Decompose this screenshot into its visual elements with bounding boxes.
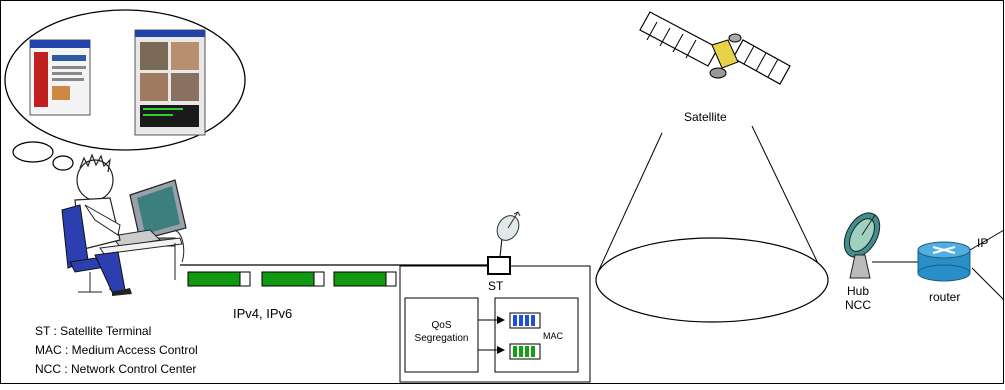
packet [262,272,324,286]
hub-label: Hub [840,284,876,298]
satellite-label: Satellite [684,110,727,124]
terminal-dish-icon [493,212,523,257]
hub-dish-icon [837,207,887,278]
ip-link-lower [972,268,1004,300]
ip-label: IP [977,236,988,250]
st-label: ST [488,279,503,293]
satellite-icon [640,12,790,84]
ncc-label: NCC [838,298,878,312]
web-page-screenshot-icon [30,40,90,115]
thought-bubble [5,10,245,170]
qos-label: QoS [405,320,478,331]
mac-label: MAC [543,331,563,341]
user-at-computer-icon [62,155,186,296]
mac-box [495,298,578,372]
packet-stream [188,272,396,286]
coverage-ellipse [596,238,828,322]
legend-mac: MAC : Medium Access Control [35,343,198,357]
packet [188,272,250,286]
green-queue-icon [510,344,540,359]
router-icon [918,242,970,281]
video-conference-screenshot-icon [135,30,205,135]
legend-st: ST : Satellite Terminal [35,324,151,338]
blue-queue-icon [510,313,540,328]
packet [334,272,396,286]
segregation-label: Segregation [405,333,478,344]
legend-ncc: NCC : Network Control Center [35,362,196,376]
satellite-beam [596,126,828,322]
router-label: router [929,290,960,304]
st-port-square [488,257,510,274]
ip-versions-label: IPv4, IPv6 [233,306,292,321]
